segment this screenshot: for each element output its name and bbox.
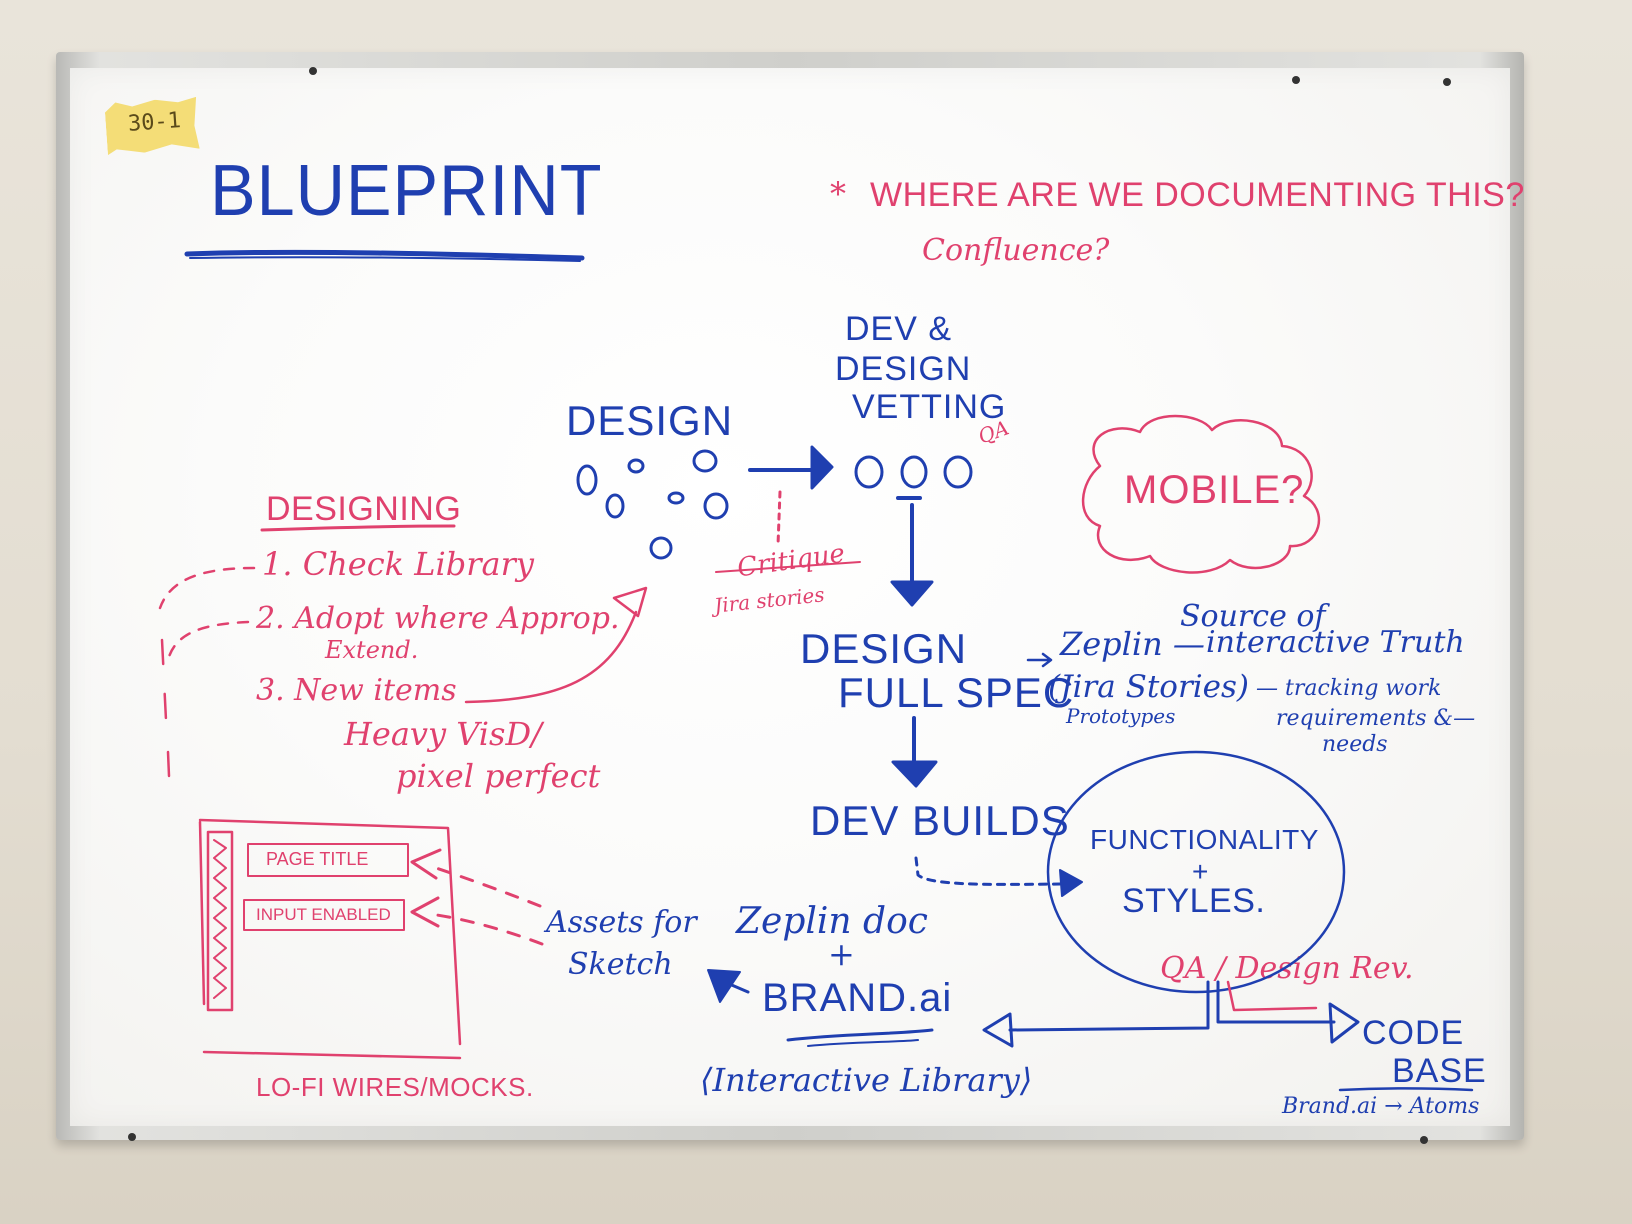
tracking-line2: requirements &— xyxy=(1276,706,1476,731)
mobile-label: MOBILE? xyxy=(1124,468,1305,512)
interactive-library-label: ⟨Interactive Library⟩ xyxy=(700,1061,1033,1099)
brand-ai-label: BRAND.ai xyxy=(762,976,953,1020)
vetting-line1: DEV & xyxy=(845,310,953,348)
vetting-line3: VETTING xyxy=(852,388,1007,426)
design-label: DESIGN xyxy=(566,397,734,444)
source-truth-line1: Source of xyxy=(1180,599,1326,634)
code-base-line1: CODE xyxy=(1362,1014,1465,1052)
board-title: BLUEPRINT xyxy=(210,151,603,231)
magnet xyxy=(309,67,317,75)
vetting-line2: DESIGN xyxy=(835,350,972,388)
designing-item-2: 2. Adopt where Approp. xyxy=(256,601,620,636)
source-truth-line2: interactive Truth xyxy=(1206,625,1465,660)
tape-note: 30-1 xyxy=(127,108,182,137)
wireframe-caption: LO-FI WIRES/MOCKS. xyxy=(256,1072,534,1102)
dev-builds-label: DEV BUILDS xyxy=(810,797,1070,844)
jira-stories: (Jira Stories) xyxy=(1048,669,1250,705)
code-base-line2: BASE xyxy=(1392,1052,1487,1090)
tracking-line3: needs xyxy=(1322,732,1388,757)
assets-line2: Sketch xyxy=(568,947,673,982)
magnet xyxy=(1420,1136,1428,1144)
prototypes-label: Prototypes xyxy=(1066,704,1176,728)
designing-heading: DESIGNING xyxy=(266,490,462,528)
zeplin-doc-plus: + xyxy=(828,935,855,973)
wire-page-title: PAGE TITLE xyxy=(266,849,369,869)
zeplin-label: Zeplin — xyxy=(1060,625,1205,663)
assets-line1: Assets for xyxy=(546,905,697,940)
designing-item-3-pixel: pixel perfect xyxy=(396,757,601,795)
functionality-line1: FUNCTIONALITY xyxy=(1090,824,1319,855)
wire-input-enabled: INPUT ENABLED xyxy=(256,905,391,924)
designing-item-2-extend: Extend. xyxy=(325,636,419,664)
magnet xyxy=(128,1133,136,1141)
question-line1: WHERE ARE WE DOCUMENTING THIS? xyxy=(870,176,1525,214)
designing-item-1: 1. Check Library xyxy=(262,545,534,583)
question-line2: Confluence? xyxy=(922,233,1110,268)
brand-atoms: Brand.ai → Atoms xyxy=(1282,1094,1480,1119)
magnet xyxy=(1292,76,1300,84)
design-full-spec-line2: FULL SPEC xyxy=(838,669,1075,716)
designing-item-3-visd: Heavy VisD/ xyxy=(344,715,542,753)
magnet xyxy=(1443,78,1451,86)
tracking-line1: — tracking work xyxy=(1256,676,1442,701)
functionality-line3: STYLES. xyxy=(1122,882,1266,920)
zeplin-doc-line1: Zeplin doc xyxy=(736,901,928,942)
design-full-spec-line1: DESIGN xyxy=(800,625,968,672)
qa-design-rev: QA / Design Rev. xyxy=(1160,951,1414,986)
question-star: * xyxy=(830,175,846,213)
designing-item-3: 3. New items xyxy=(256,673,457,708)
